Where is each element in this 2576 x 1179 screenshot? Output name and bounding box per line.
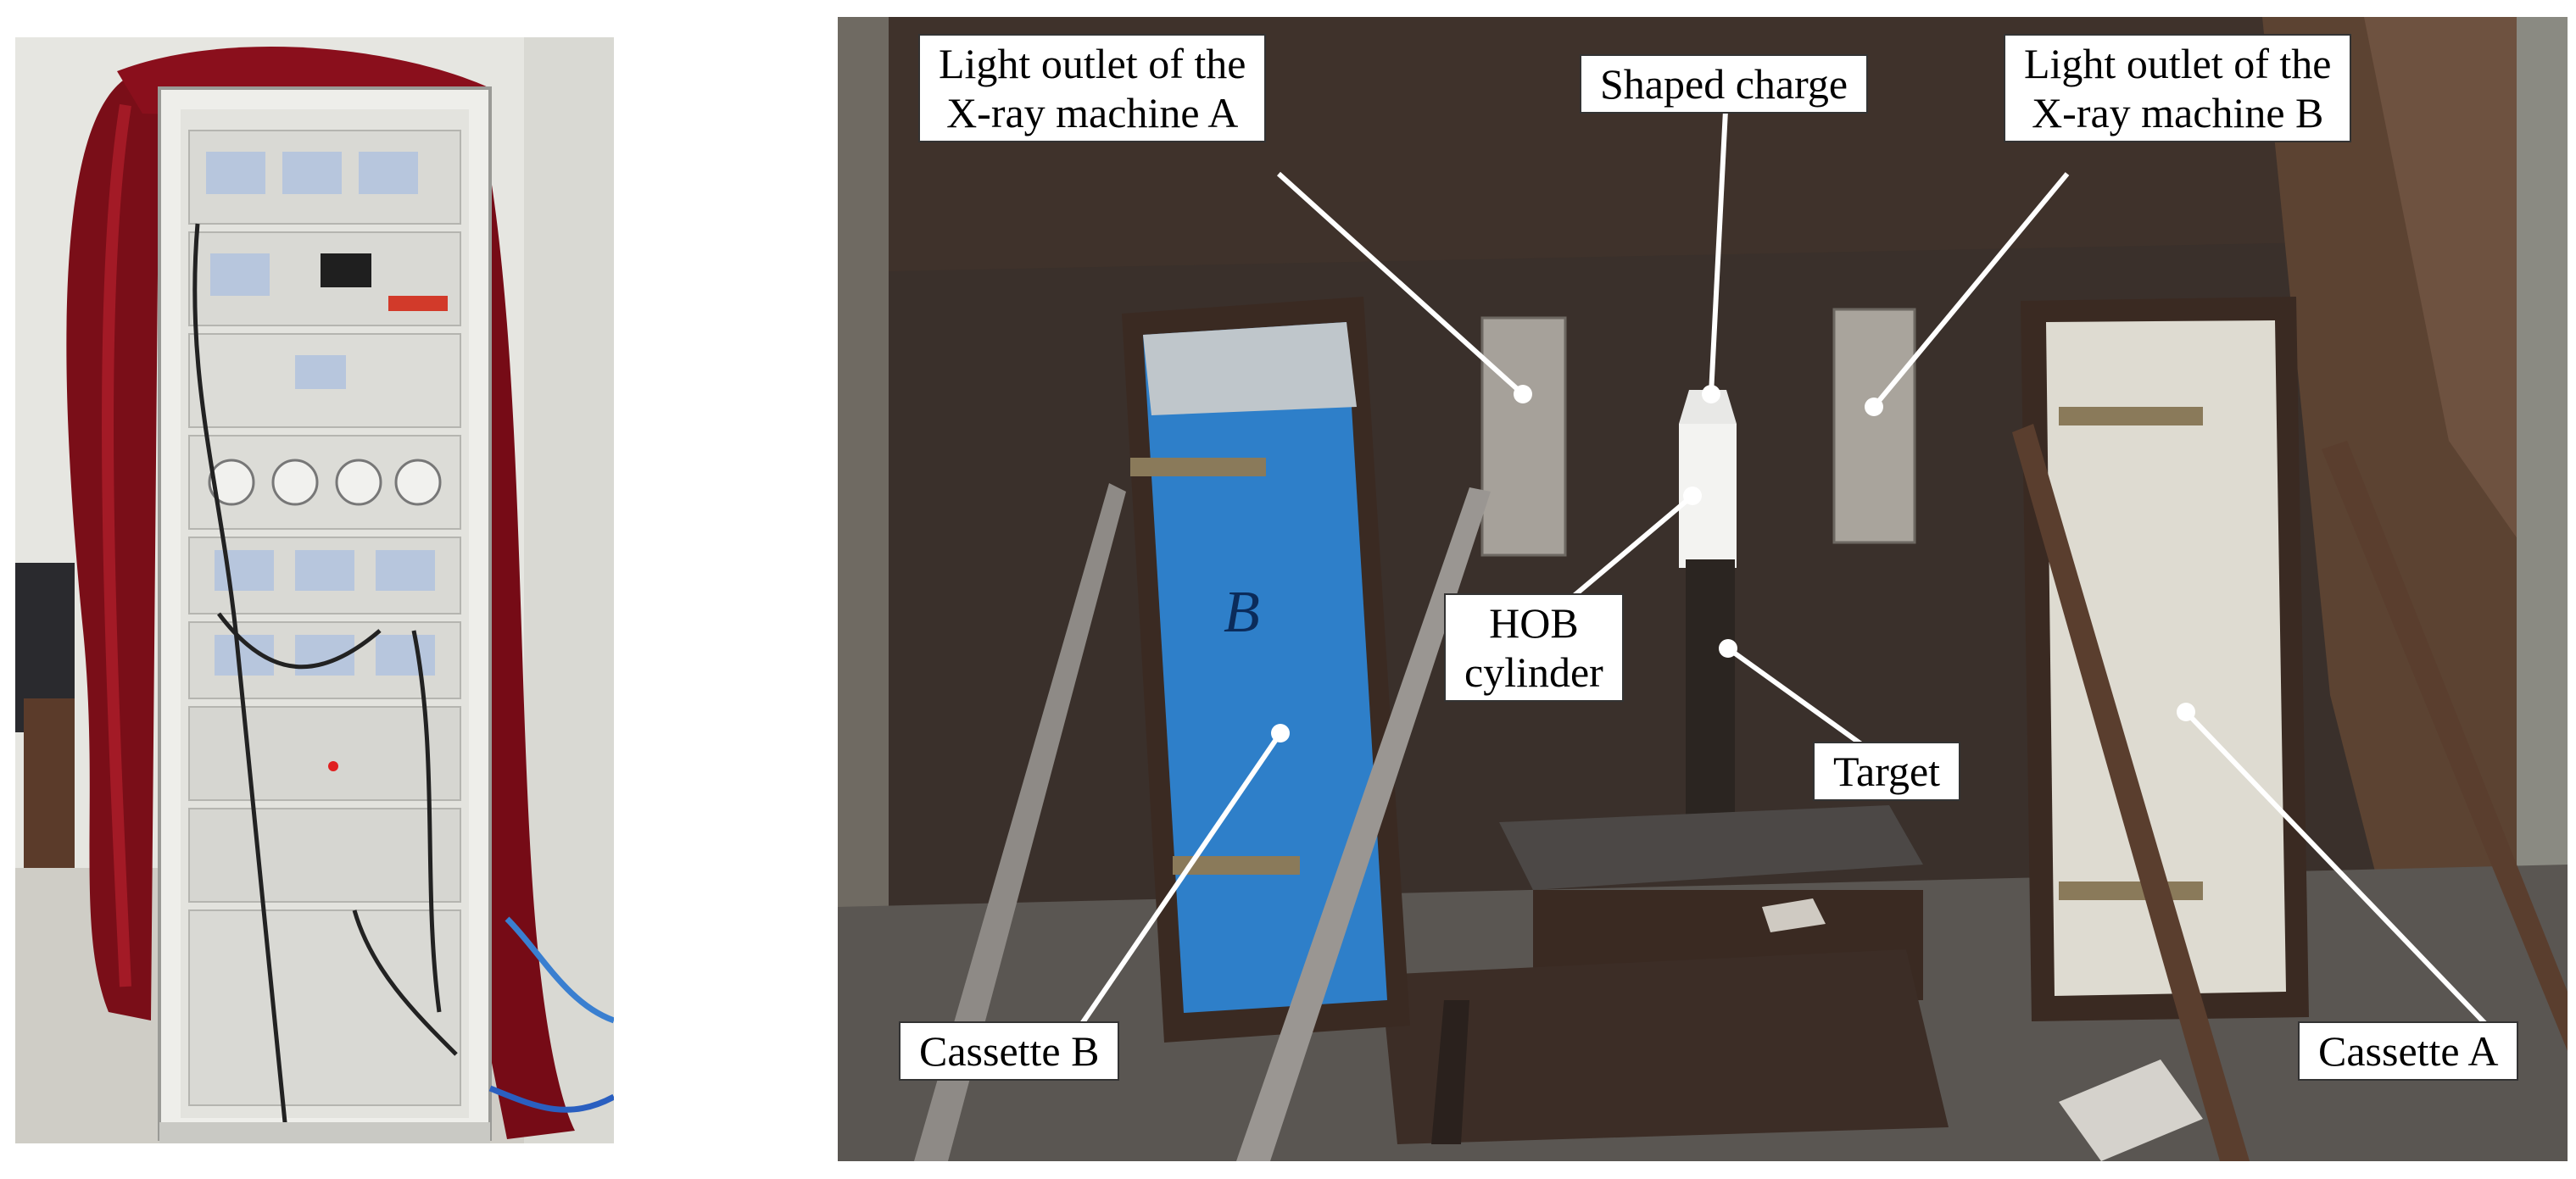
experiment-setup-photo: B bbox=[838, 17, 2568, 1161]
label-cassette-b-text: Cassette B bbox=[919, 1027, 1100, 1075]
label-target-text: Target bbox=[1833, 748, 1941, 795]
label-hob-cylinder-line1: HOB bbox=[1489, 599, 1579, 647]
cabinet-illustration bbox=[15, 37, 614, 1143]
label-light-outlet-b-line2: X-ray machine B bbox=[2032, 89, 2324, 136]
cassette-a bbox=[2021, 297, 2309, 1021]
label-cassette-a-text: Cassette A bbox=[2318, 1027, 2499, 1075]
label-light-outlet-b-line1: Light outlet of the bbox=[2024, 40, 2332, 87]
cassette-b: B bbox=[1122, 297, 1410, 1043]
label-target: Target bbox=[1813, 742, 1961, 801]
label-cassette-b: Cassette B bbox=[899, 1021, 1120, 1081]
label-shaped-charge-text: Shaped charge bbox=[1600, 60, 1848, 108]
control-cabinet-photo bbox=[15, 37, 614, 1143]
label-hob-cylinder-line2: cylinder bbox=[1464, 648, 1603, 696]
label-light-outlet-b: Light outlet of the X-ray machine B bbox=[2004, 34, 2352, 142]
label-light-outlet-a-line2: X-ray machine A bbox=[946, 89, 1239, 136]
label-hob-cylinder: HOB cylinder bbox=[1444, 593, 1624, 702]
leader-lines bbox=[1075, 109, 2494, 1032]
label-cassette-a: Cassette A bbox=[2298, 1021, 2519, 1081]
target-column bbox=[1686, 559, 1735, 848]
label-shaped-charge: Shaped charge bbox=[1580, 54, 1869, 114]
label-light-outlet-a-line1: Light outlet of the bbox=[939, 40, 1246, 87]
cassette-b-mark: B bbox=[1224, 580, 1260, 645]
label-light-outlet-a: Light outlet of the X-ray machine A bbox=[918, 34, 1267, 142]
setup-illustration: B bbox=[838, 17, 2568, 1161]
light-outlet-b-plate bbox=[1832, 308, 1916, 544]
light-outlet-a-plate bbox=[1480, 316, 1567, 557]
leader-dots bbox=[1271, 385, 2195, 742]
